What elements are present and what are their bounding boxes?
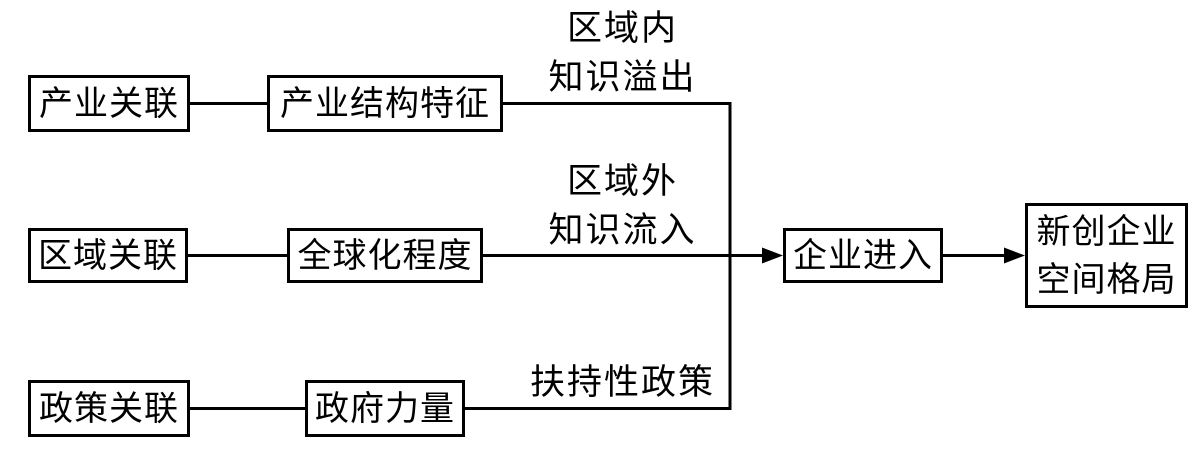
- label-line: 扶持性政策: [529, 363, 715, 403]
- node-region-linkage: 区域关联: [28, 228, 188, 283]
- node-industrial-structure: 产业结构特征: [267, 75, 503, 132]
- node-policy-linkage-label: 政策关联: [39, 388, 179, 429]
- node-new-venture-spatial-pattern: 新创企业 空间格局: [1025, 203, 1188, 308]
- label-extra-regional-knowledge-inflow: 区域外 知识流入: [500, 158, 745, 256]
- node-policy-linkage: 政策关联: [28, 380, 190, 437]
- label-line: 区域外: [566, 162, 678, 202]
- node-industrial-structure-label: 产业结构特征: [280, 83, 490, 124]
- node-firm-entry: 企业进入: [783, 228, 943, 283]
- node-government-power: 政府力量: [305, 380, 465, 437]
- node-new-venture-spatial-pattern-line2: 空间格局: [1036, 259, 1177, 300]
- node-new-venture-spatial-pattern-line1: 新创企业: [1036, 211, 1177, 252]
- label-line: 知识溢出: [548, 58, 697, 98]
- label-intra-regional-knowledge-spillover: 区域内 知识溢出: [500, 5, 745, 103]
- arrowhead-into-pattern: [1004, 247, 1025, 264]
- label-supportive-policy: 扶持性政策: [500, 359, 745, 408]
- node-globalization-label: 全球化程度: [297, 235, 473, 276]
- label-line: 知识流入: [548, 211, 697, 251]
- node-industry-linkage-label: 产业关联: [39, 83, 179, 124]
- arrowhead-into-firm-entry: [762, 247, 783, 264]
- node-industry-linkage: 产业关联: [28, 75, 190, 132]
- label-line: 区域内: [566, 9, 678, 49]
- node-globalization: 全球化程度: [287, 228, 483, 283]
- node-region-linkage-label: 区域关联: [38, 235, 178, 276]
- node-firm-entry-label: 企业进入: [793, 235, 933, 276]
- node-government-power-label: 政府力量: [315, 388, 455, 429]
